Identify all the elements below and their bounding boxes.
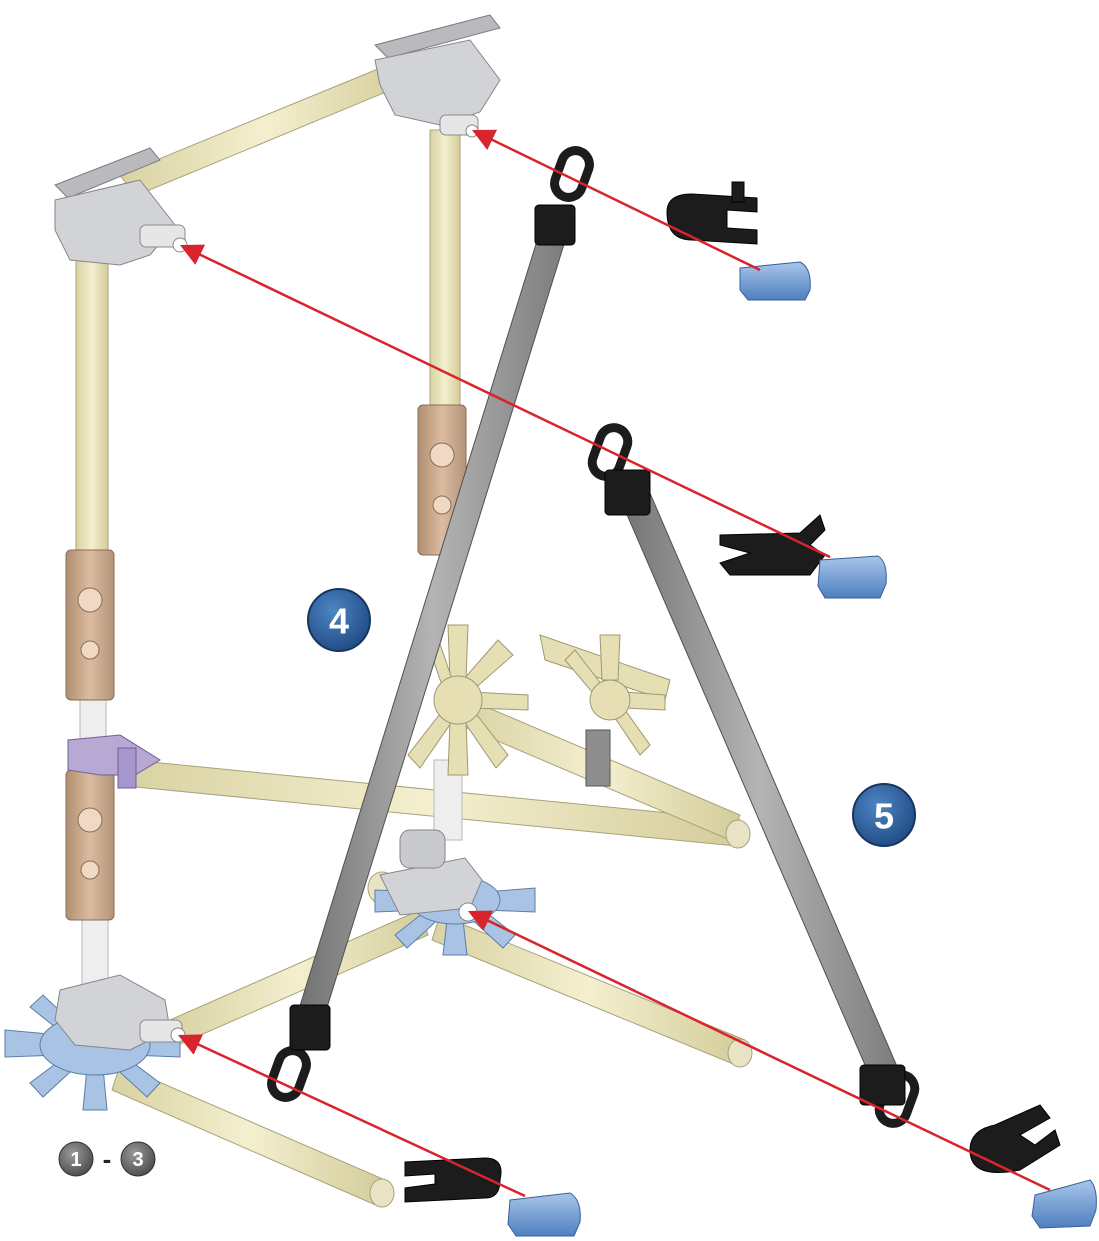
arrow-bottom-center [467,910,1051,1192]
tan-connectors [65,404,467,921]
center-blue-hub [374,829,536,956]
purple-clip [67,734,161,789]
loose-black-clips [404,181,1061,1203]
step-badge-5-label: 5 [874,796,894,837]
rear-yellow-hub [407,624,671,787]
step-badge-4: 4 [307,588,371,652]
corner-blue-hub [4,974,186,1111]
step-badge-5: 5 [852,783,916,847]
top-left-connector [54,147,188,266]
top-right-connector [374,14,501,138]
blue-caps [507,261,1097,1237]
previous-steps-from: 1 [70,1149,81,1171]
step-badge-4-label: 4 [329,601,349,642]
assembly-arrows [177,129,1051,1198]
arrow-top-right [471,129,761,272]
previous-steps-to: 3 [132,1149,143,1171]
previous-steps-indicator: 1 - 3 [58,1141,156,1177]
previous-steps-separator: - [103,1144,112,1174]
arrow-top-left [179,244,831,559]
arrow-bottom-left [177,1034,526,1198]
rod-end-clips [267,146,920,1128]
